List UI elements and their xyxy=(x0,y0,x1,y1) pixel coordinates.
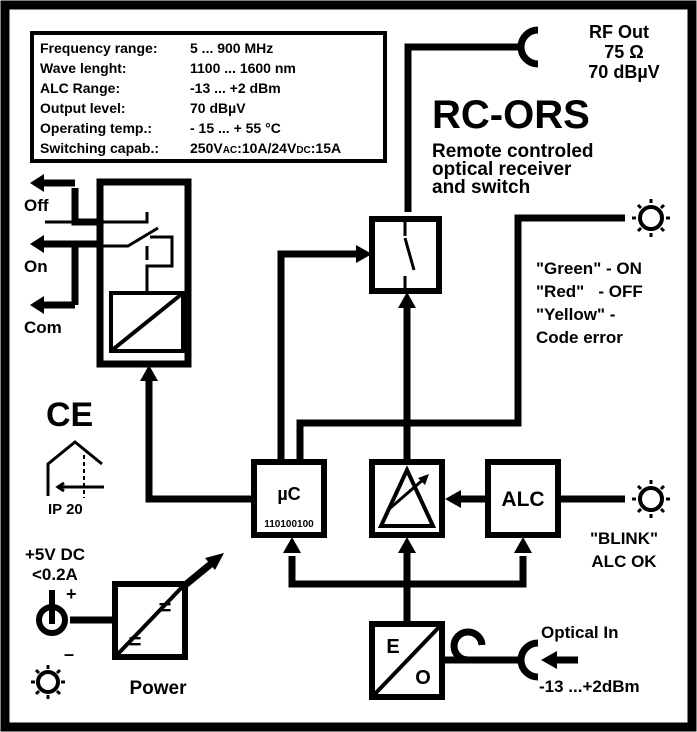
spec-value: 70 dBµV xyxy=(190,100,246,116)
ip20-label: IP 20 xyxy=(48,501,83,518)
spec-row-output-level: Output level: 70 dBµV xyxy=(40,100,246,116)
eo-bus-line xyxy=(288,553,527,624)
converter-equals-top: = xyxy=(159,595,172,620)
converter-equals-bottom: = xyxy=(129,629,142,654)
relay-on-label: On xyxy=(24,257,48,276)
product-title: RC-ORS xyxy=(432,93,590,137)
spec-row-operating-temp: Operating temp.: - 15 ... + 55 °C xyxy=(40,120,281,136)
power-supply-current: <0.2A xyxy=(32,565,78,584)
power-plus: + xyxy=(66,584,77,604)
led-status-yellow: "Yellow" - xyxy=(536,305,615,324)
rf-out-title: RF Out xyxy=(589,22,649,42)
spec-value: - 15 ... + 55 °C xyxy=(190,120,281,136)
spec-value: -13 ... +2 dBm xyxy=(190,80,281,96)
product-desc-line-3: and switch xyxy=(432,177,530,198)
optical-in-title: Optical In xyxy=(541,623,618,642)
spec-value: 5 ... 900 MHz xyxy=(190,40,273,56)
power-socket-icon: + – xyxy=(36,584,77,664)
fiber-loop-icon xyxy=(445,628,520,664)
uc-relay-line xyxy=(145,379,254,503)
uc-code: 110100100 xyxy=(264,519,314,530)
power-out-arrow-head xyxy=(205,553,224,570)
power-converter-block: = = xyxy=(112,581,188,660)
spec-label: Wave lenght: xyxy=(40,60,127,76)
relay-off-label: Off xyxy=(24,196,49,215)
spec-table: Frequency range: 5 ... 900 MHz Wave leng… xyxy=(30,31,387,163)
spec-label: Output level: xyxy=(40,100,126,116)
alc-label: ALC xyxy=(501,488,544,511)
uc-label: µC xyxy=(277,484,300,504)
rf-switch-block xyxy=(369,216,442,294)
power-out-arrow xyxy=(181,560,215,589)
led-status-code-error: Code error xyxy=(536,328,623,347)
alc-status-ok: ALC OK xyxy=(591,552,657,571)
spec-row-frequency: Frequency range: 5 ... 900 MHz xyxy=(40,40,273,56)
optical-in-arrow-head xyxy=(541,651,557,669)
spec-row-switching: Switching capab.: 250VAC:10A/24VDC:15A xyxy=(40,140,341,156)
spec-value: 1100 ... 1600 nm xyxy=(190,60,296,76)
rf-line xyxy=(404,43,522,212)
status-led-icon xyxy=(632,199,670,237)
eo-e-label: E xyxy=(386,636,399,658)
rf-out-connector-icon xyxy=(517,26,539,68)
spec-label: Switching capab.: xyxy=(40,140,159,156)
bus-arrow-heads xyxy=(283,537,532,553)
optical-in-range: -13 ...+2dBm xyxy=(539,677,640,696)
led-status-red: "Red" - OFF xyxy=(536,282,643,301)
power-led-icon xyxy=(31,665,65,699)
switch-arrow-head xyxy=(356,245,372,263)
spec-value: 250VAC:10A/24VDC:15A xyxy=(190,140,341,156)
alc-led-icon xyxy=(632,480,670,518)
power-supply-voltage: +5V DC xyxy=(25,545,85,564)
spec-label: Frequency range: xyxy=(40,40,157,56)
spec-label: ALC Range: xyxy=(40,80,120,96)
eo-converter-block: E O xyxy=(369,621,445,700)
relay-com-label: Com xyxy=(24,318,62,337)
alc-block: ALC xyxy=(485,459,561,538)
led-status-green: "Green" - ON xyxy=(536,259,642,278)
product-desc-line-2: optical receiver xyxy=(432,159,572,180)
relay-arrow-head xyxy=(140,365,158,381)
alc-amp-arrow-head xyxy=(445,490,461,508)
spec-row-alc-range: ALC Range: -13 ... +2 dBm xyxy=(40,80,281,96)
product-desc-line-1: Remote controled xyxy=(432,141,594,162)
spec-label: Operating temp.: xyxy=(40,120,152,136)
amp-switch-arrow-head xyxy=(398,292,416,308)
rf-out-impedance: 75 Ω xyxy=(604,42,643,62)
relay-block xyxy=(45,178,192,368)
spec-row-wavelength: Wave lenght: 1100 ... 1600 nm xyxy=(40,60,296,76)
uc-switch-line xyxy=(277,250,358,459)
amplifier-block xyxy=(369,459,445,538)
optical-in-connector-icon xyxy=(517,639,539,681)
eo-o-label: O xyxy=(415,667,431,689)
microcontroller-block: µC 110100100 xyxy=(251,459,327,538)
alc-status-blink: "BLINK" xyxy=(590,529,658,548)
rf-out-level: 70 dBµV xyxy=(588,62,659,82)
power-label: Power xyxy=(129,678,187,699)
power-minus: – xyxy=(64,644,74,664)
uc-led-line xyxy=(296,214,625,459)
ce-mark: CE xyxy=(46,396,93,434)
relay-wires xyxy=(40,179,102,309)
rf-out-label: RF Out 75 Ω 70 dBµV xyxy=(588,22,659,82)
relay-arrows xyxy=(30,174,44,314)
ip20-icon xyxy=(46,440,104,498)
